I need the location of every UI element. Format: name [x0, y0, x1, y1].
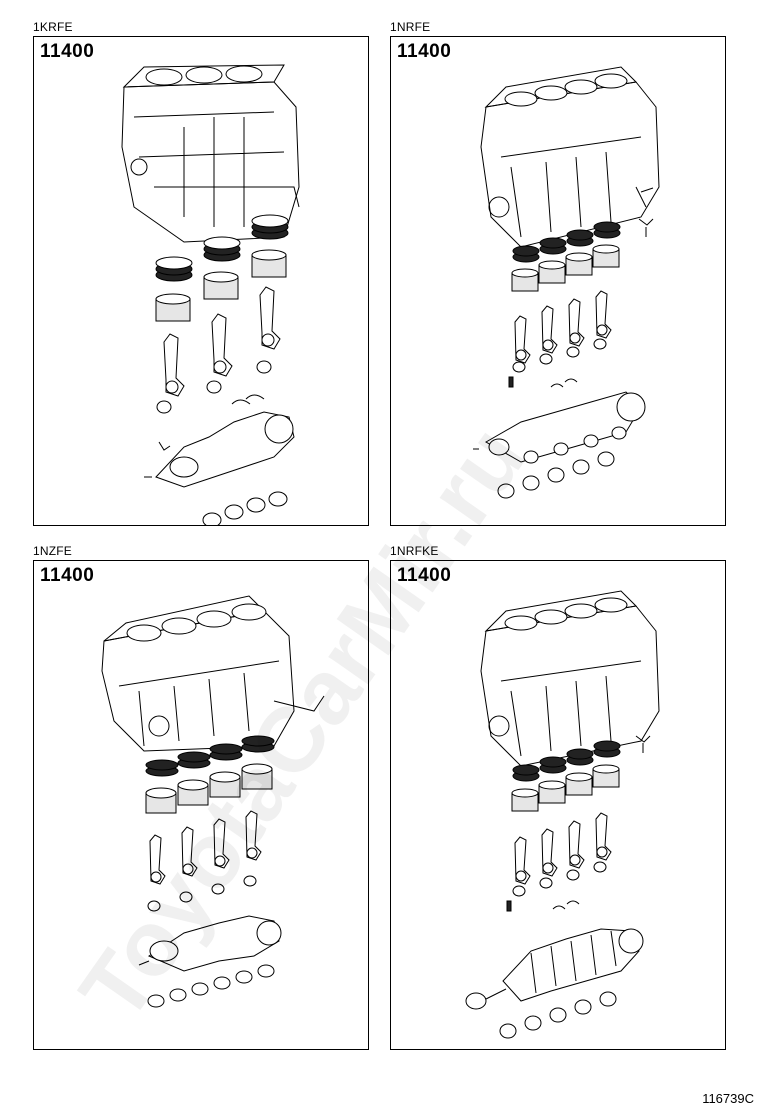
piston-rings-drawing: [145, 735, 275, 777]
short-block-illustration: [473, 66, 660, 499]
engine-block-drawing: [480, 66, 660, 248]
short-block-illustration: [101, 595, 325, 1008]
parts-diagram-panel: 11400: [390, 36, 726, 526]
connecting-rods-drawing: [514, 290, 612, 364]
parts-diagram-panel: 11400: [33, 560, 369, 1050]
bearings-drawing: [508, 338, 607, 388]
main-bearings-drawing: [497, 426, 627, 499]
main-bearings-drawing: [499, 991, 617, 1039]
part-number-label[interactable]: 11400: [40, 41, 95, 62]
crankshaft-drawing: [144, 411, 295, 488]
pistons-drawing: [145, 763, 273, 814]
piston-rings-drawing: [155, 214, 289, 282]
short-block-illustration: [465, 590, 660, 1039]
engine-code-label: 1NRFKE: [390, 544, 439, 558]
pistons-drawing: [511, 244, 620, 292]
parts-diagram-panel: 11400: [33, 36, 369, 526]
engine-block-drawing: [101, 595, 325, 752]
crankshaft-drawing: [138, 915, 282, 972]
bearings-drawing: [506, 861, 607, 912]
pistons-drawing: [155, 249, 287, 322]
main-bearings-drawing: [202, 491, 288, 525]
figure-number: 116739C: [702, 1091, 754, 1106]
bearings-drawing: [147, 875, 257, 912]
crankshaft-drawing: [473, 391, 646, 463]
engine-block-drawing: [121, 64, 300, 243]
short-block-illustration: [121, 64, 300, 525]
parts-diagram-panel: 11400: [390, 560, 726, 1050]
connecting-rods-drawing: [149, 810, 262, 885]
bearings-drawing: [156, 360, 272, 414]
engine-code-label: 1KRFE: [33, 20, 73, 34]
part-number-label[interactable]: 11400: [397, 41, 452, 62]
part-number-label[interactable]: 11400: [40, 565, 95, 586]
piston-rings-drawing: [512, 740, 621, 782]
engine-block-drawing: [480, 590, 660, 767]
connecting-rods-drawing: [514, 812, 612, 885]
connecting-rods-drawing: [163, 286, 281, 397]
main-bearings-drawing: [147, 964, 275, 1008]
crankshaft-drawing: [465, 928, 644, 1010]
engine-code-label: 1NRFE: [390, 20, 431, 34]
engine-code-label: 1NZFE: [33, 544, 73, 558]
part-number-label[interactable]: 11400: [397, 565, 452, 586]
piston-rings-drawing: [512, 218, 654, 263]
pistons-drawing: [511, 764, 620, 812]
